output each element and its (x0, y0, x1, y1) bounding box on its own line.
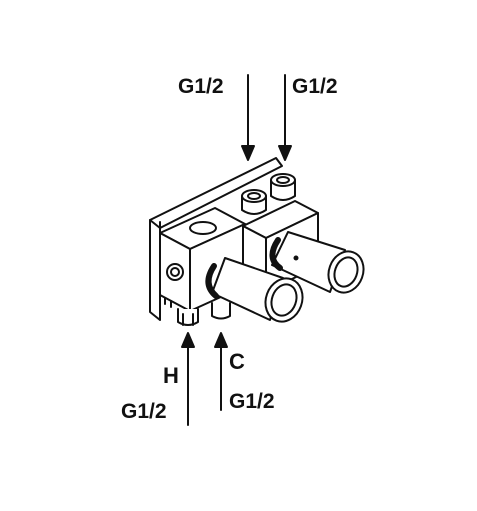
top-left-arrow (241, 74, 255, 161)
left-sleeve (205, 257, 304, 323)
top-left-inlet-label: G1/2 (178, 75, 224, 98)
hot-label: H (163, 363, 179, 388)
cold-inlet-arrow (214, 332, 228, 411)
cold-inlet-nut (211, 302, 231, 320)
cold-label: C (229, 349, 245, 374)
hot-inlet-nut (177, 308, 199, 326)
hot-inlet-label: G1/2 (121, 400, 167, 423)
top-right-arrow (278, 74, 292, 161)
top-right-inlet-label: G1/2 (292, 75, 338, 98)
top-left-nut (241, 189, 267, 215)
right-sleeve (269, 231, 365, 294)
top-right-nut (270, 173, 296, 201)
hot-inlet-arrow (181, 332, 195, 426)
cold-inlet-label: G1/2 (229, 390, 275, 413)
